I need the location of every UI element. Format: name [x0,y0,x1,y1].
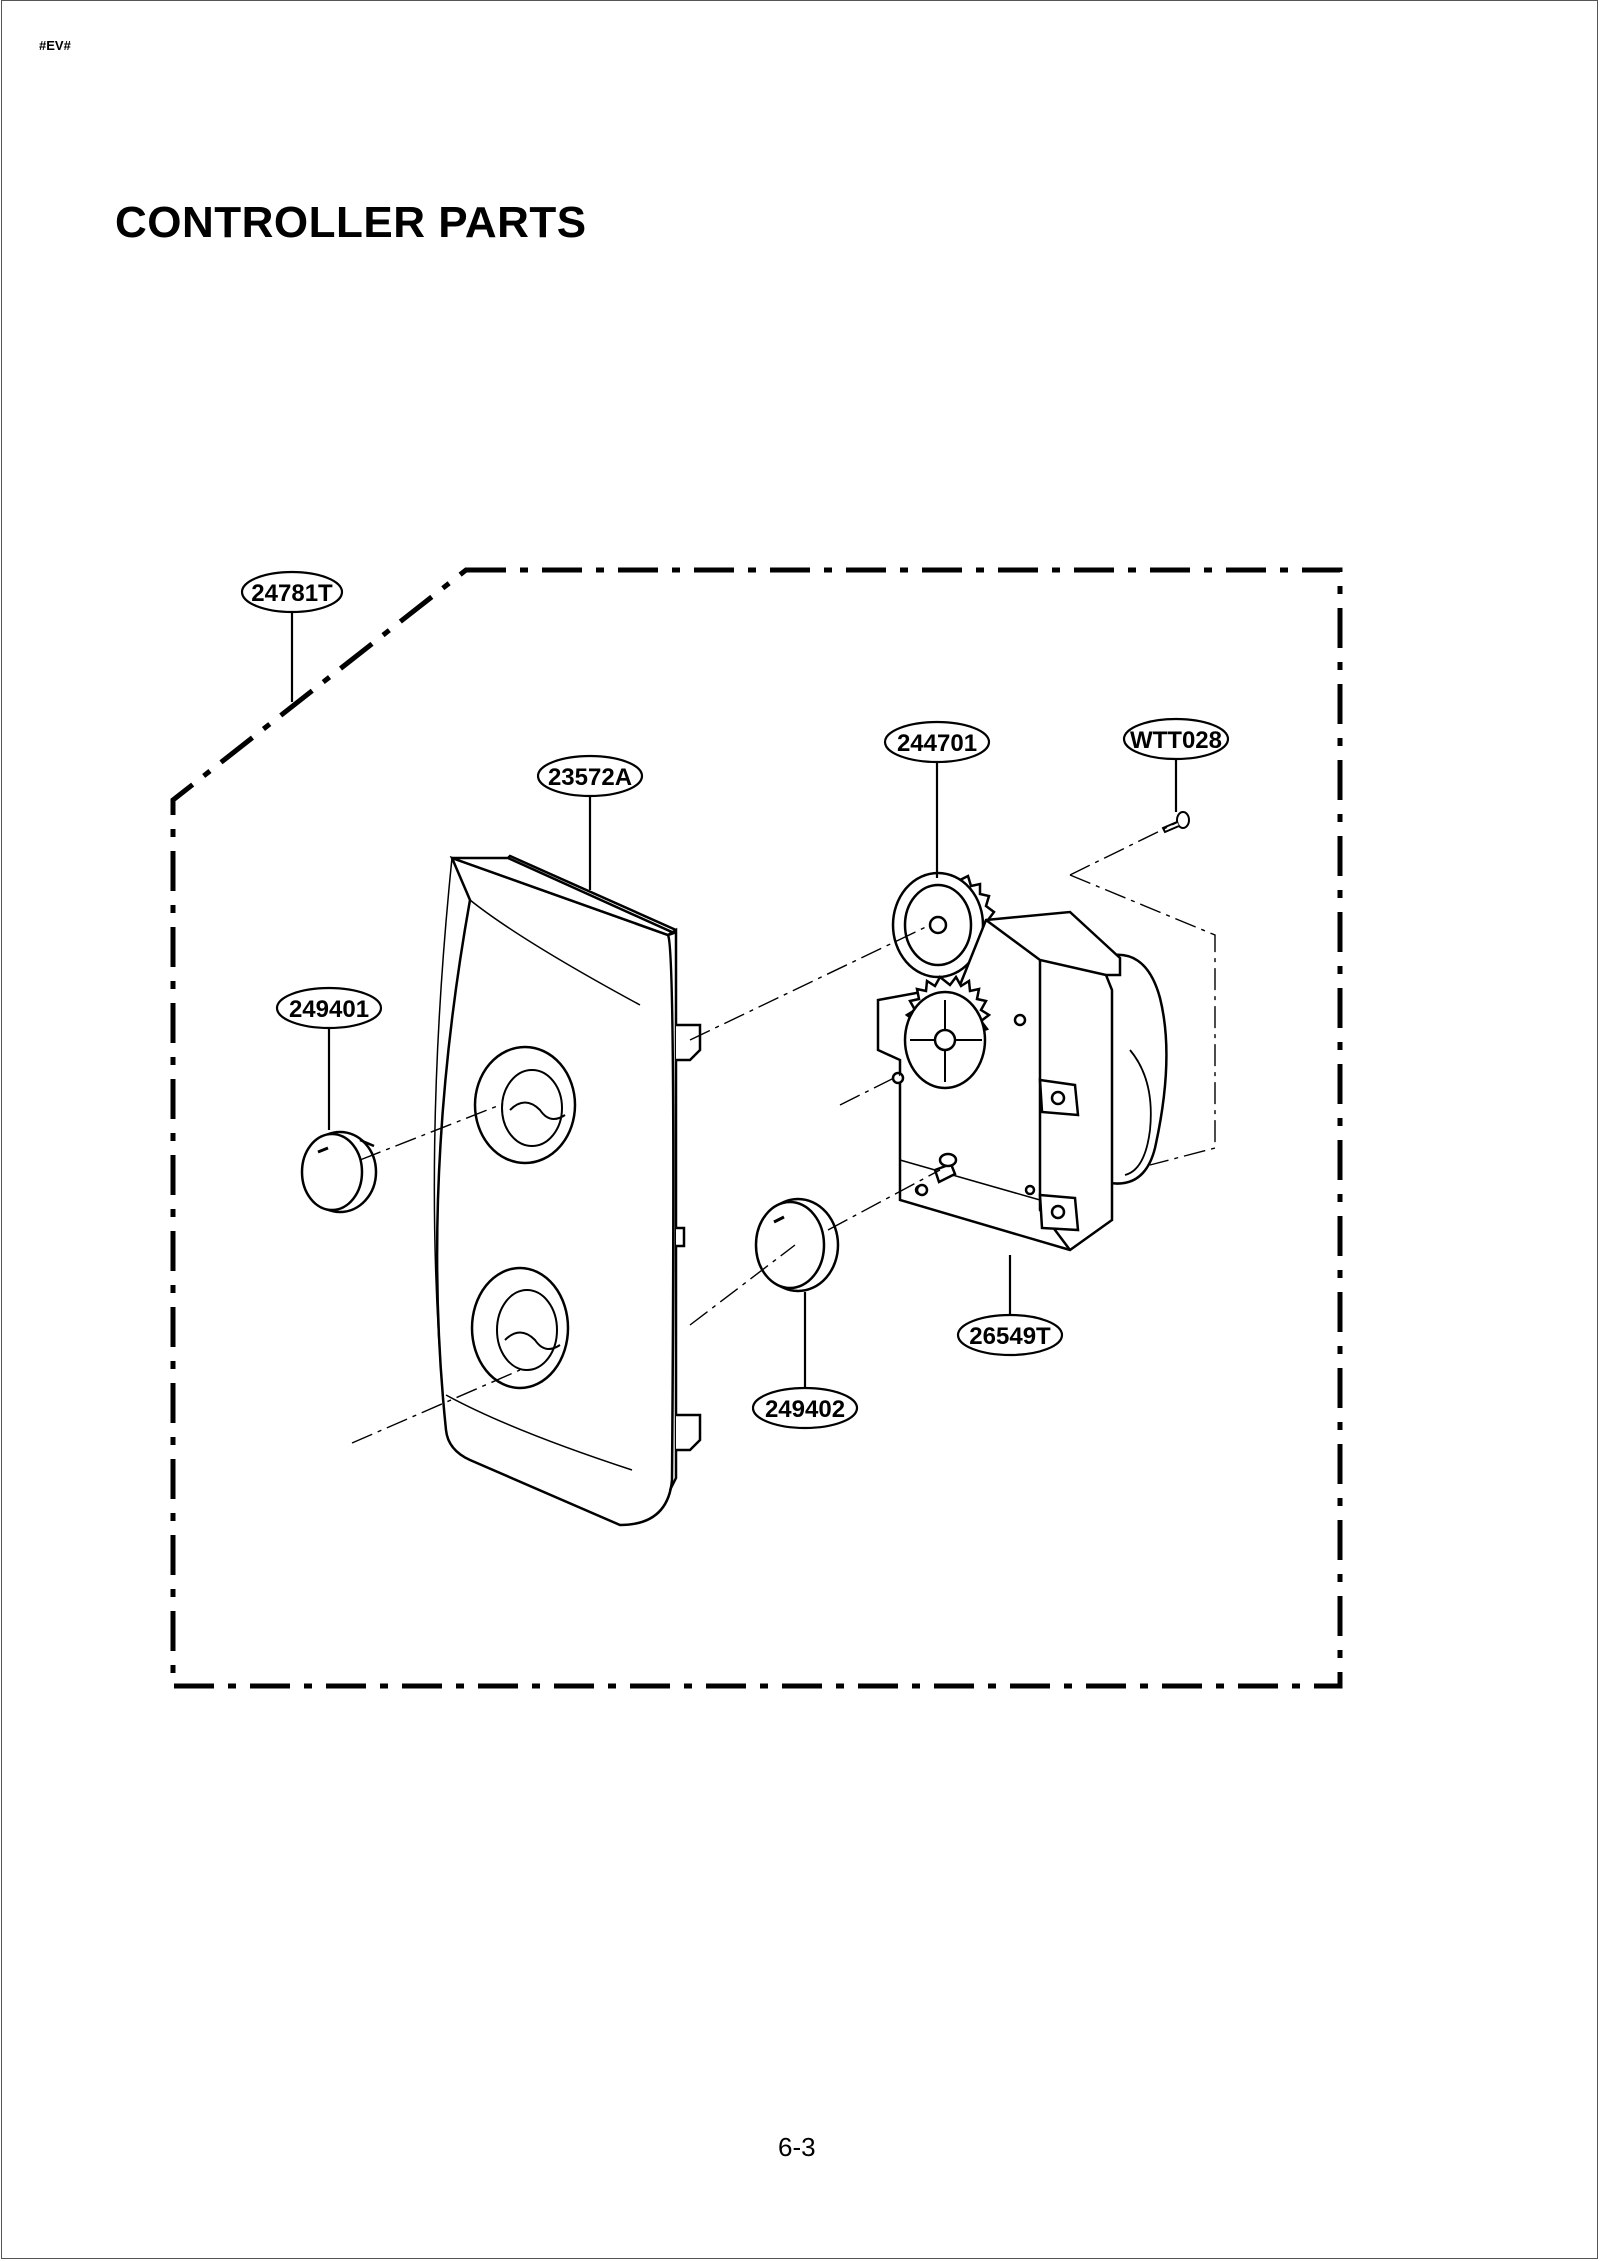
assembly-boundary [170,567,1343,1689]
assembly-guide-lines [351,821,1216,1444]
svg-text:26549T: 26549T [969,1323,1051,1350]
callout-WTT028: WTT028 [1122,717,1230,761]
callout-24781T: 24781T [240,570,344,614]
screw-drawing [1161,811,1190,834]
callout-26549T: 26549T [956,1313,1064,1357]
svg-text:WTT028: WTT028 [1130,727,1222,754]
svg-text:23572A: 23572A [548,764,632,791]
page-title: CONTROLLER PARTS [115,198,587,247]
timer-motor-drawing [876,910,1168,1252]
svg-text:249401: 249401 [289,996,369,1023]
callout-249401: 249401 [275,986,383,1030]
knob-lower-drawing [754,1197,840,1293]
callout-249402: 249402 [751,1386,859,1430]
svg-text:244701: 244701 [897,730,977,757]
page-number: 6-3 [778,2132,816,2162]
callout-23572A: 23572A [536,754,644,798]
svg-text:24781T: 24781T [251,580,333,607]
leader-lines [290,612,1178,1390]
front-panel-drawing [433,854,702,1527]
svg-text:249402: 249402 [765,1396,845,1423]
knob-upper-drawing [300,1130,378,1214]
callout-244701: 244701 [883,720,991,764]
document-code: #EV# [39,38,71,53]
